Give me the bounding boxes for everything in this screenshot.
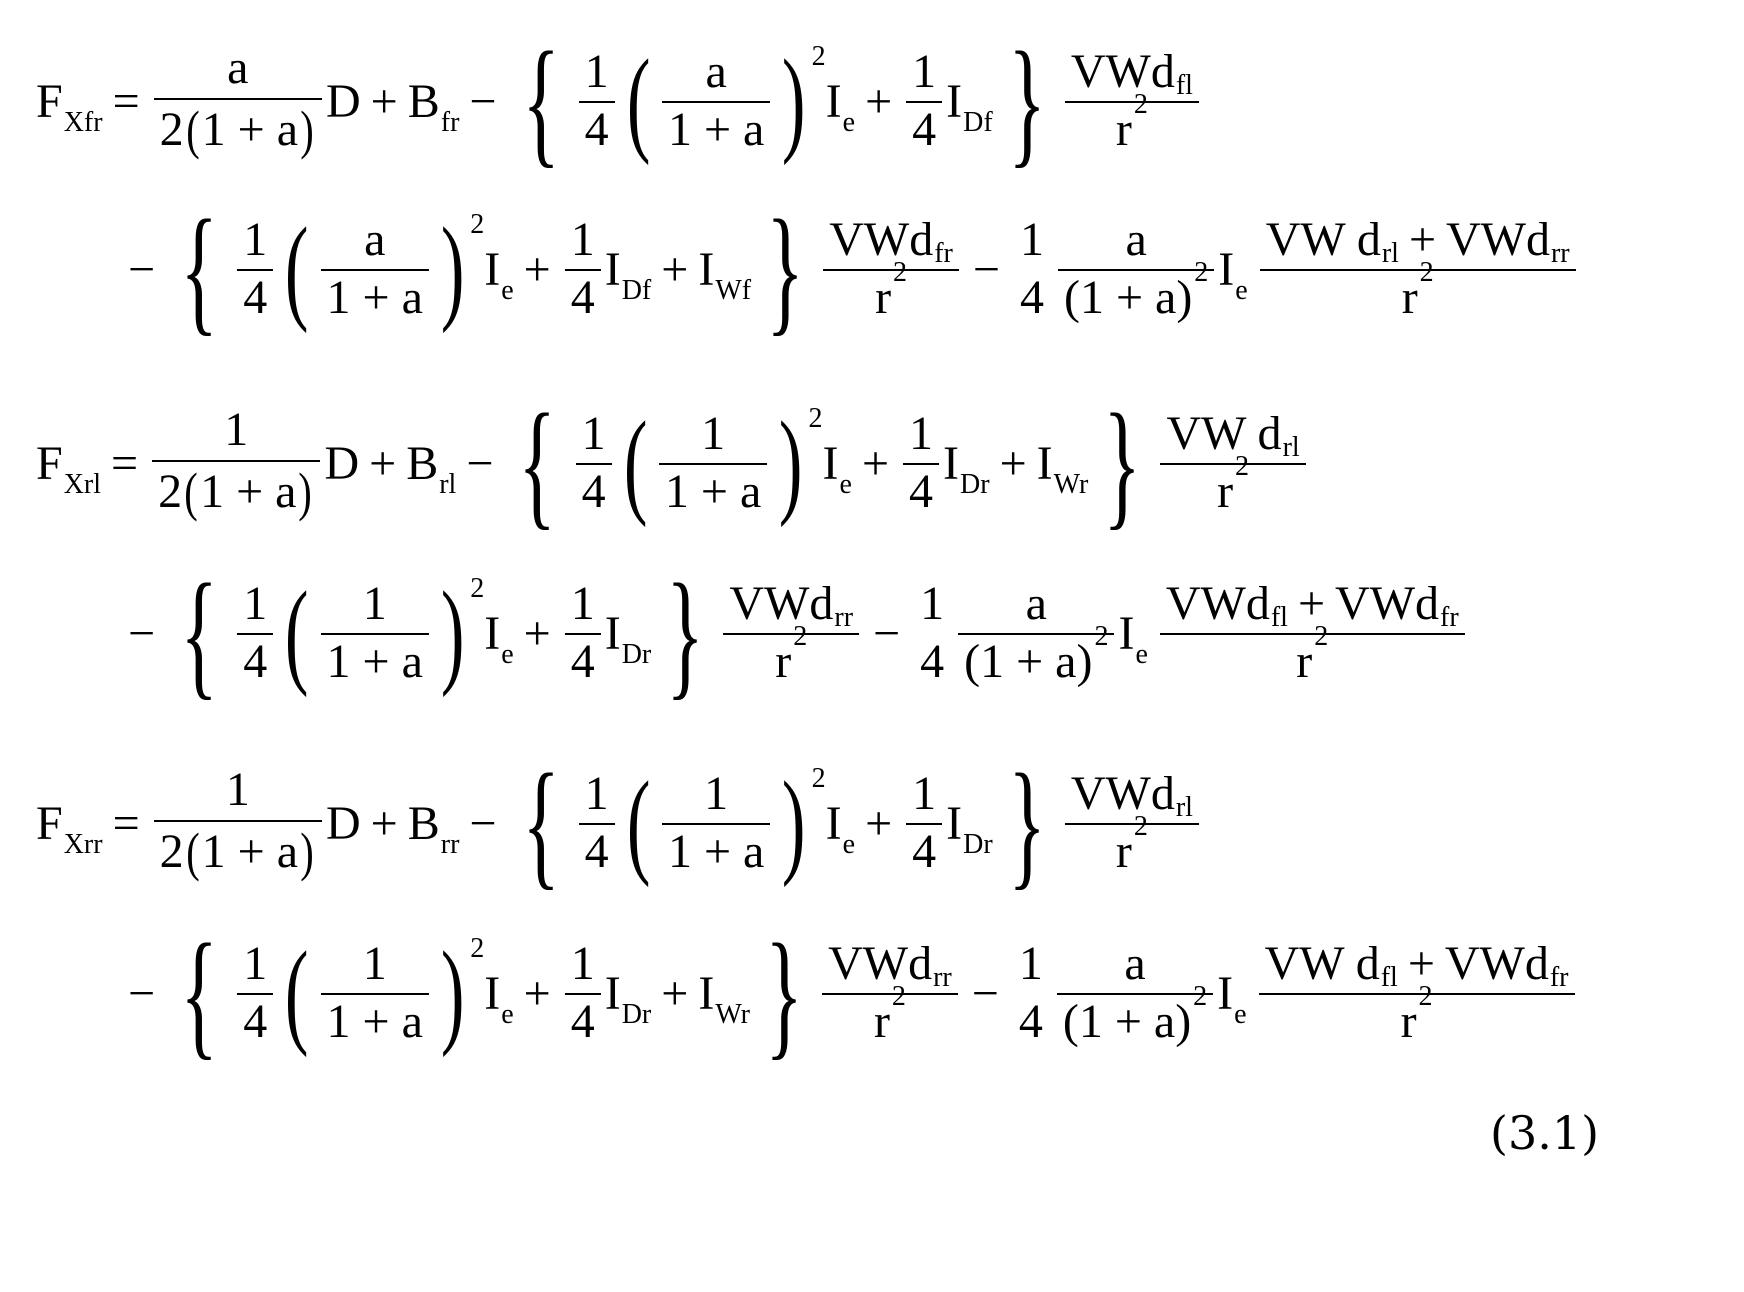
equation-3-line-2: − { 14 ( 11 + a )2 Ie + 14 IDr + IWr } V… xyxy=(118,922,1579,1064)
lhs-symbol: FXfr xyxy=(36,74,103,129)
equation-1-line-2: − { 14 ( a1 + a )2 Ie + 14 IDf + IWf } V… xyxy=(118,198,1580,340)
inertia-driveline: IDf xyxy=(946,74,993,129)
quarter-fraction: 14 xyxy=(906,47,942,156)
coefficient-fraction: a 2(1 + a) xyxy=(154,43,322,158)
wheel-accel-fraction: VWdfl r2 xyxy=(1065,47,1199,156)
equation-2-line-1: FXrl = 1 2(1 + a) D + Brl − { 14 ( 11 + … xyxy=(36,392,1310,534)
drag-term: D xyxy=(326,74,361,129)
brake-term: Bfr xyxy=(408,74,460,129)
equals-sign: = xyxy=(113,74,140,129)
equation-number: (3.1) xyxy=(1490,1106,1599,1160)
equation-3-line-1: FXrr = 1 2(1 + a) D + Brr − { 14 ( 11 + … xyxy=(36,752,1203,894)
equation-1-line-1: FXfr = a 2(1 + a) D + Bfr − { 14 ( a1 + … xyxy=(36,30,1203,172)
lhs-symbol: FXrl xyxy=(36,436,101,491)
quarter-fraction: 14 xyxy=(579,47,615,156)
lhs-symbol: FXrr xyxy=(36,796,103,851)
inertia-engine: Ie xyxy=(826,74,855,129)
inner-fraction: a1 + a xyxy=(662,47,770,156)
equation-2-line-2: − { 14 ( 11 + a )2 Ie + 14 IDr } VWdrr r… xyxy=(118,562,1469,704)
